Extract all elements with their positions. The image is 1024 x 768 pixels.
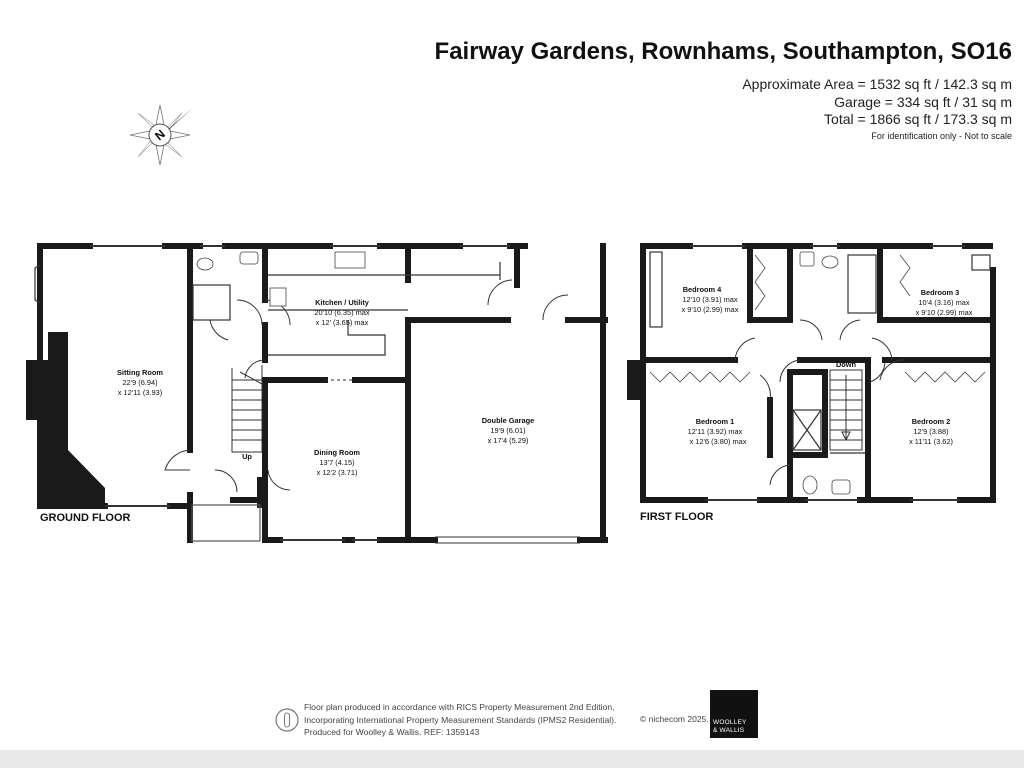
footer-notes: Floor plan produced in accordance with R… xyxy=(304,701,616,739)
first-floor-label: FIRST FLOOR xyxy=(640,511,713,523)
svg-text:x 17'4 (5.29): x 17'4 (5.29) xyxy=(488,436,529,445)
svg-text:x 12'2 (3.71): x 12'2 (3.71) xyxy=(317,468,358,477)
bottom-bar xyxy=(0,750,1024,768)
agent-logo: WOOLLEY & WALLIS xyxy=(710,690,758,738)
room-bed3: Bedroom 3 10'4 (3.16) max x 9'10 (2.99) … xyxy=(916,288,973,317)
stairs-up-label: Up xyxy=(242,452,252,461)
room-dining: Dining Room 13'7 (4.15) x 12'2 (3.71) xyxy=(314,448,360,477)
svg-text:19'9 (6.01): 19'9 (6.01) xyxy=(490,426,525,435)
svg-text:10'4 (3.16) max: 10'4 (3.16) max xyxy=(918,298,969,307)
svg-text:x 12'6 (3.80) max: x 12'6 (3.80) max xyxy=(690,437,747,446)
footer-line-1: Floor plan produced in accordance with R… xyxy=(304,702,615,712)
chimney-breast xyxy=(26,332,105,506)
stairs-down-label: Down xyxy=(836,360,857,369)
area-garage: Garage = 334 sq ft / 31 sq m xyxy=(834,94,1012,110)
svg-text:x 9'10 (2.99) max: x 9'10 (2.99) max xyxy=(916,308,973,317)
first-stairs xyxy=(829,369,863,451)
svg-text:Bedroom 3: Bedroom 3 xyxy=(921,288,960,297)
footer-line-3: Produced for Woolley & Wallis. REF: 1359… xyxy=(304,727,480,737)
svg-text:Double Garage: Double Garage xyxy=(482,416,535,425)
chimney-first xyxy=(627,360,645,400)
room-sitting: Sitting Room 22'9 (6.94) x 12'11 (3.93) xyxy=(117,368,163,397)
svg-text:Dining Room: Dining Room xyxy=(314,448,360,457)
plan-title: Fairway Gardens, Rownhams, Southampton, … xyxy=(434,38,1012,65)
svg-text:x 12' (3.65) max: x 12' (3.65) max xyxy=(316,318,369,327)
ground-floor-label: GROUND FLOOR xyxy=(40,512,130,524)
svg-text:20'10 (6.35) max: 20'10 (6.35) max xyxy=(314,308,370,317)
svg-text:x 9'10 (2.99) max: x 9'10 (2.99) max xyxy=(682,305,739,314)
svg-text:Bedroom 2: Bedroom 2 xyxy=(912,417,951,426)
copyright-text: © nichecom 2025. xyxy=(640,714,709,724)
area-main: Approximate Area = 1532 sq ft / 142.3 sq… xyxy=(742,76,1012,92)
room-bed1: Bedroom 1 12'11 (3.92) max x 12'6 (3.80)… xyxy=(688,417,747,446)
footer-line-2: Incorporating International Property Mea… xyxy=(304,714,617,725)
svg-text:12'10 (3.91) max: 12'10 (3.91) max xyxy=(682,295,738,304)
svg-text:x 11'11 (3.62): x 11'11 (3.62) xyxy=(909,437,953,446)
room-garage: Double Garage 19'9 (6.01) x 17'4 (5.29) xyxy=(482,416,535,445)
area-total: Total = 1866 sq ft / 173.3 sq m xyxy=(824,111,1012,127)
room-kitchen: Kitchen / Utility 20'10 (6.35) max x 12'… xyxy=(314,298,370,327)
room-bed4: Bedroom 4 12'10 (3.91) max x 9'10 (2.99)… xyxy=(682,285,739,314)
rics-icon xyxy=(275,708,299,732)
logo-text-1: WOOLLEY xyxy=(713,719,747,726)
svg-text:Bedroom 1: Bedroom 1 xyxy=(696,417,735,426)
logo-text-2: & WALLIS xyxy=(713,727,745,734)
svg-text:x 12'11 (3.93): x 12'11 (3.93) xyxy=(118,388,162,397)
ground-stairs xyxy=(231,365,263,453)
svg-text:13'7 (4.15): 13'7 (4.15) xyxy=(319,458,354,467)
room-bed2: Bedroom 2 12'9 (3.88) x 11'11 (3.62) xyxy=(909,417,953,446)
disclaimer-note: For identification only - Not to scale xyxy=(871,131,1012,141)
compass-icon: N xyxy=(129,104,194,166)
svg-text:12'9 (3.88): 12'9 (3.88) xyxy=(913,427,948,436)
first-floor-walls xyxy=(640,243,996,503)
ground-floor-walls xyxy=(37,243,608,543)
svg-text:Bedroom 4: Bedroom 4 xyxy=(683,285,722,294)
svg-text:Kitchen / Utility: Kitchen / Utility xyxy=(315,298,370,307)
svg-text:22'9 (6.94): 22'9 (6.94) xyxy=(122,378,157,387)
svg-text:Sitting Room: Sitting Room xyxy=(117,368,163,377)
svg-text:12'11 (3.92) max: 12'11 (3.92) max xyxy=(688,427,743,436)
